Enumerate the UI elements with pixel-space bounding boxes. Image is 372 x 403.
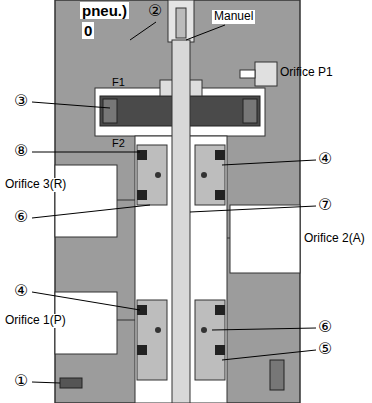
force-label: F2 [112, 137, 125, 150]
callout-number: ⑤ [318, 340, 332, 358]
callout-number: ③ [14, 92, 28, 110]
callout-number: ② [148, 2, 162, 20]
part-label: Manuel [212, 10, 255, 24]
port-label: Orifice 1(P) [3, 314, 68, 328]
port-label: Orifice 2(A) [302, 232, 367, 246]
callout-number: ⑧ [14, 142, 28, 160]
callout-number: ④ [14, 282, 28, 300]
callout-number: ⑥ [318, 318, 332, 336]
callout-number: ⑥ [14, 208, 28, 226]
callout-number: ⑦ [318, 196, 332, 214]
callout-number: ① [14, 372, 28, 390]
force-label: F1 [112, 76, 125, 89]
callout-number: ④ [318, 150, 332, 168]
port-label: Orifice P1 [280, 66, 333, 80]
title-fragment: 0 [82, 22, 94, 39]
port-label: Orifice 3(R) [3, 178, 68, 192]
title-fragment: pneu.) [80, 2, 129, 19]
